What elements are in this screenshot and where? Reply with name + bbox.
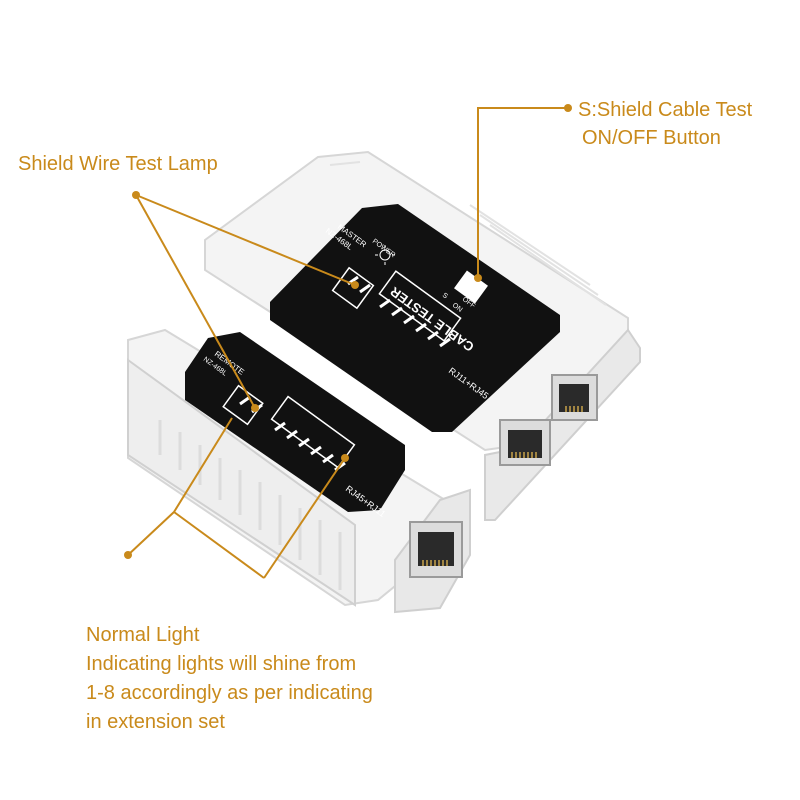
normal-light-title: Normal Light [86,624,200,646]
callout-dots [124,104,572,559]
shield-lamp-callout: Shield Wire Test Lamp [18,153,218,175]
master-rj45-port-1 [499,419,551,466]
master-rj11-port [551,374,598,421]
callout-lines [127,107,568,579]
master-switch-s-label: S [441,292,449,301]
shield-button-callout-line1: S:Shield Cable Test [578,99,753,121]
shield-button-callout-line2: ON/OFF Button [582,127,721,149]
master-unit: CABLE TESTER RJ11+RJ45 NZ-468L MASTER PO… [204,150,641,521]
power-led-icon [375,245,395,265]
master-leds [347,275,451,348]
normal-light-line1: Indicating lights will shine from [86,653,357,675]
master-switch-on-label: ON [451,302,464,314]
remote-unit: RJ45+RJ11 NZ-468L REMOTE [127,328,471,614]
master-panel [270,204,560,432]
remote-rj45-port [409,521,463,578]
normal-light-line2: 1-8 accordingly as per indicating [86,682,373,704]
shield-test-switch[interactable] [454,270,488,304]
remote-panel [185,332,405,512]
normal-light-line3: in extension set [86,711,225,733]
